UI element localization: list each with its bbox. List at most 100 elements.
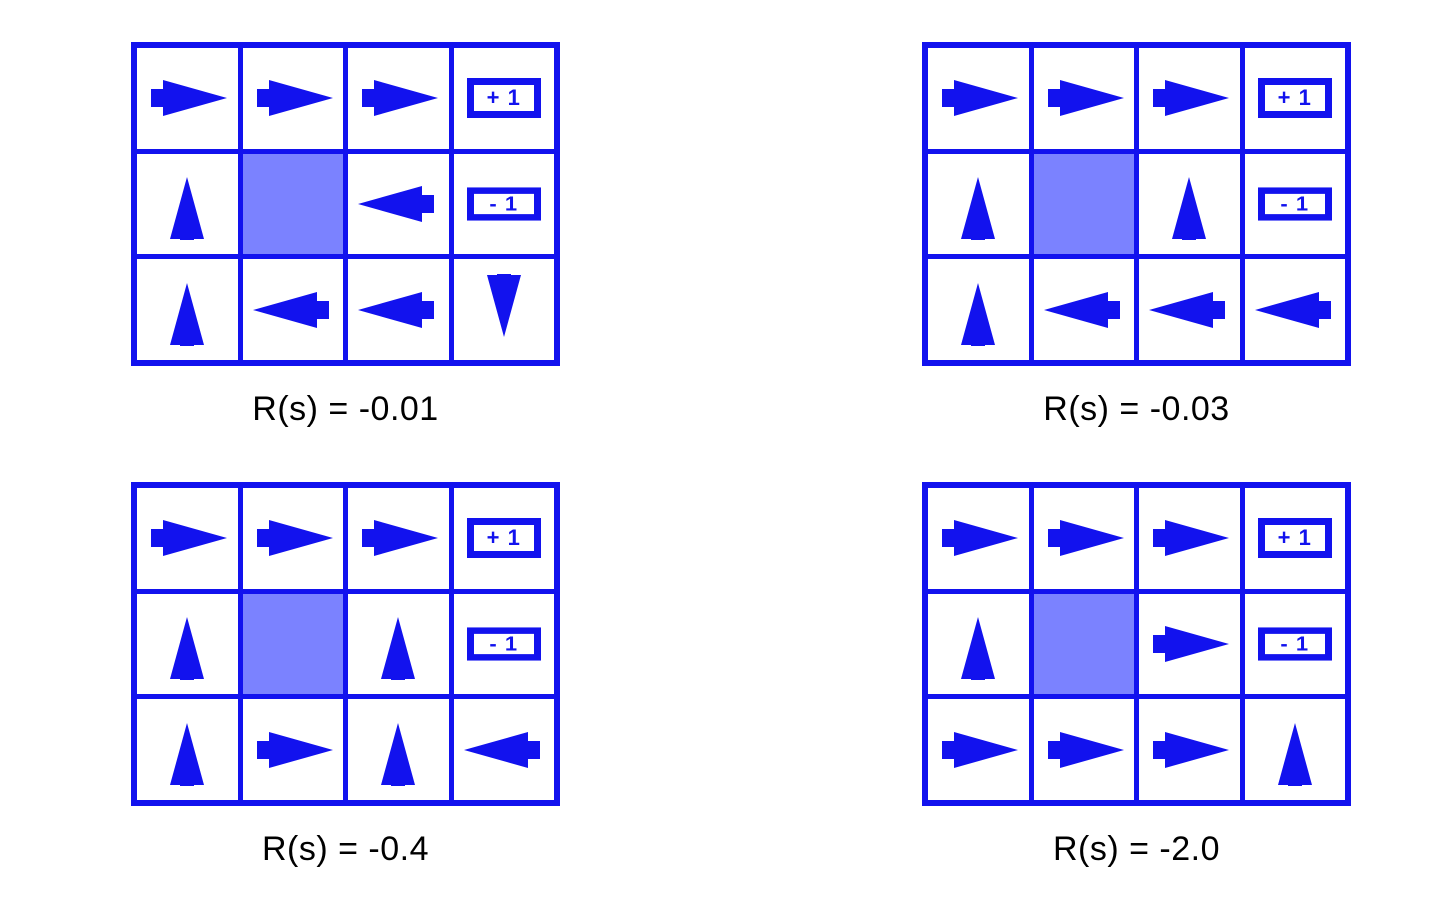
arrow-right-icon xyxy=(1149,80,1230,117)
arrow-head xyxy=(163,520,228,557)
arrow-tail xyxy=(1287,771,1302,786)
arrow-tail xyxy=(180,771,195,786)
arrow-right-icon xyxy=(1044,731,1124,768)
arrow-tail xyxy=(391,771,406,786)
grid-cell xyxy=(1139,699,1240,800)
arrow-left-icon xyxy=(463,731,544,768)
grid-cell xyxy=(1139,48,1240,149)
terminal-plus-one-badge: + 1 xyxy=(1257,78,1332,119)
arrow-head xyxy=(463,731,528,768)
arrow-tail xyxy=(1047,529,1064,548)
arrow-head xyxy=(1254,291,1319,328)
arrow-tail xyxy=(1153,89,1170,108)
arrow-tail xyxy=(1182,225,1197,240)
grid-cell-wall xyxy=(242,153,343,255)
arrow-tail xyxy=(180,331,195,346)
terminal-minus-one-badge: - 1 xyxy=(1257,187,1332,221)
arrow-tail xyxy=(1047,740,1064,759)
arrow-tail xyxy=(151,89,168,108)
grid-cell xyxy=(1033,259,1134,360)
arrow-head xyxy=(252,291,317,328)
panel-caption-4: R(s) = -2.0 xyxy=(1052,830,1221,868)
grid-cell xyxy=(137,699,238,800)
arrow-up-icon xyxy=(170,271,205,349)
arrow-up-icon xyxy=(1172,165,1207,243)
arrow-tail xyxy=(180,225,195,240)
arrow-tail xyxy=(1314,300,1331,319)
gridworld-4: + 1 - 1 xyxy=(922,482,1351,806)
policy-panel-3: + 1- 1 R(s) = -0.4 xyxy=(131,482,560,869)
arrow-left-icon xyxy=(1043,291,1124,328)
terminal-minus-one-badge: - 1 xyxy=(1257,627,1332,661)
grid-cell xyxy=(137,153,238,255)
arrow-up-icon xyxy=(170,605,205,683)
grid-cell xyxy=(928,259,1029,360)
arrow-head xyxy=(268,80,333,117)
arrow-tail xyxy=(1209,300,1226,319)
grid-cell xyxy=(137,593,238,695)
arrow-right-icon xyxy=(1044,80,1124,117)
grid-cell xyxy=(1033,48,1134,149)
grid-cell xyxy=(348,153,449,255)
grid-cell xyxy=(348,488,449,589)
arrow-tail xyxy=(496,273,511,288)
terminal-plus-one-badge: + 1 xyxy=(1257,518,1332,559)
arrow-up-icon xyxy=(381,605,416,683)
arrow-tail xyxy=(391,665,406,680)
grid-cell: - 1 xyxy=(453,153,554,255)
arrow-left-icon xyxy=(1149,291,1229,328)
grid-cell xyxy=(242,259,343,360)
grid-cell xyxy=(453,699,554,800)
arrow-head xyxy=(1149,291,1214,328)
grid-cell: + 1 xyxy=(453,48,554,149)
arrow-tail xyxy=(1153,634,1170,653)
arrow-right-icon xyxy=(938,731,1019,768)
arrow-up-icon xyxy=(381,711,416,789)
grid-cell xyxy=(242,699,343,800)
arrow-tail xyxy=(362,529,379,548)
policy-panel-4: + 1 - 1 R(s) = -2.0 xyxy=(922,482,1351,869)
grid-cell xyxy=(348,259,449,360)
grid-cell xyxy=(348,48,449,149)
arrow-head xyxy=(1165,731,1230,768)
arrow-left-icon xyxy=(358,291,438,328)
grid-cell xyxy=(928,153,1029,255)
arrow-tail xyxy=(1153,740,1170,759)
arrow-right-icon xyxy=(1044,520,1124,557)
grid-cell: - 1 xyxy=(453,593,554,695)
grid-cell xyxy=(1139,259,1240,360)
arrow-tail xyxy=(418,194,435,213)
arrow-left-icon xyxy=(252,291,333,328)
terminal-plus-one-badge: + 1 xyxy=(466,78,541,119)
arrow-head xyxy=(358,291,423,328)
arrow-tail xyxy=(971,225,986,240)
grid-cell xyxy=(242,488,343,589)
arrow-tail xyxy=(942,529,959,548)
arrow-head xyxy=(1059,80,1124,117)
arrow-right-icon xyxy=(938,80,1019,117)
arrow-right-icon xyxy=(1149,625,1230,662)
arrow-up-icon xyxy=(961,271,996,349)
arrow-right-icon xyxy=(1149,520,1230,557)
arrow-head xyxy=(1165,80,1230,117)
grid-cell: + 1 xyxy=(1244,488,1345,589)
grid-cell xyxy=(1244,699,1345,800)
arrow-tail xyxy=(256,529,273,548)
gridworld-3: + 1- 1 xyxy=(131,482,560,806)
grid-cell xyxy=(928,48,1029,149)
grid-cell: + 1 xyxy=(1244,48,1345,149)
arrow-up-icon xyxy=(1277,711,1312,789)
grid-cell xyxy=(1244,259,1345,360)
arrow-right-icon xyxy=(253,80,333,117)
arrow-tail xyxy=(971,331,986,346)
grid-cell xyxy=(137,488,238,589)
grid-cell xyxy=(137,259,238,360)
arrow-tail xyxy=(1153,529,1170,548)
grid-cell xyxy=(348,593,449,695)
panel-caption-3: R(s) = -0.4 xyxy=(261,830,430,868)
grid-cell xyxy=(348,699,449,800)
arrow-tail xyxy=(942,740,959,759)
grid-cell xyxy=(137,48,238,149)
panel-caption-2: R(s) = -0.03 xyxy=(1043,390,1230,428)
arrow-head xyxy=(1165,520,1230,557)
